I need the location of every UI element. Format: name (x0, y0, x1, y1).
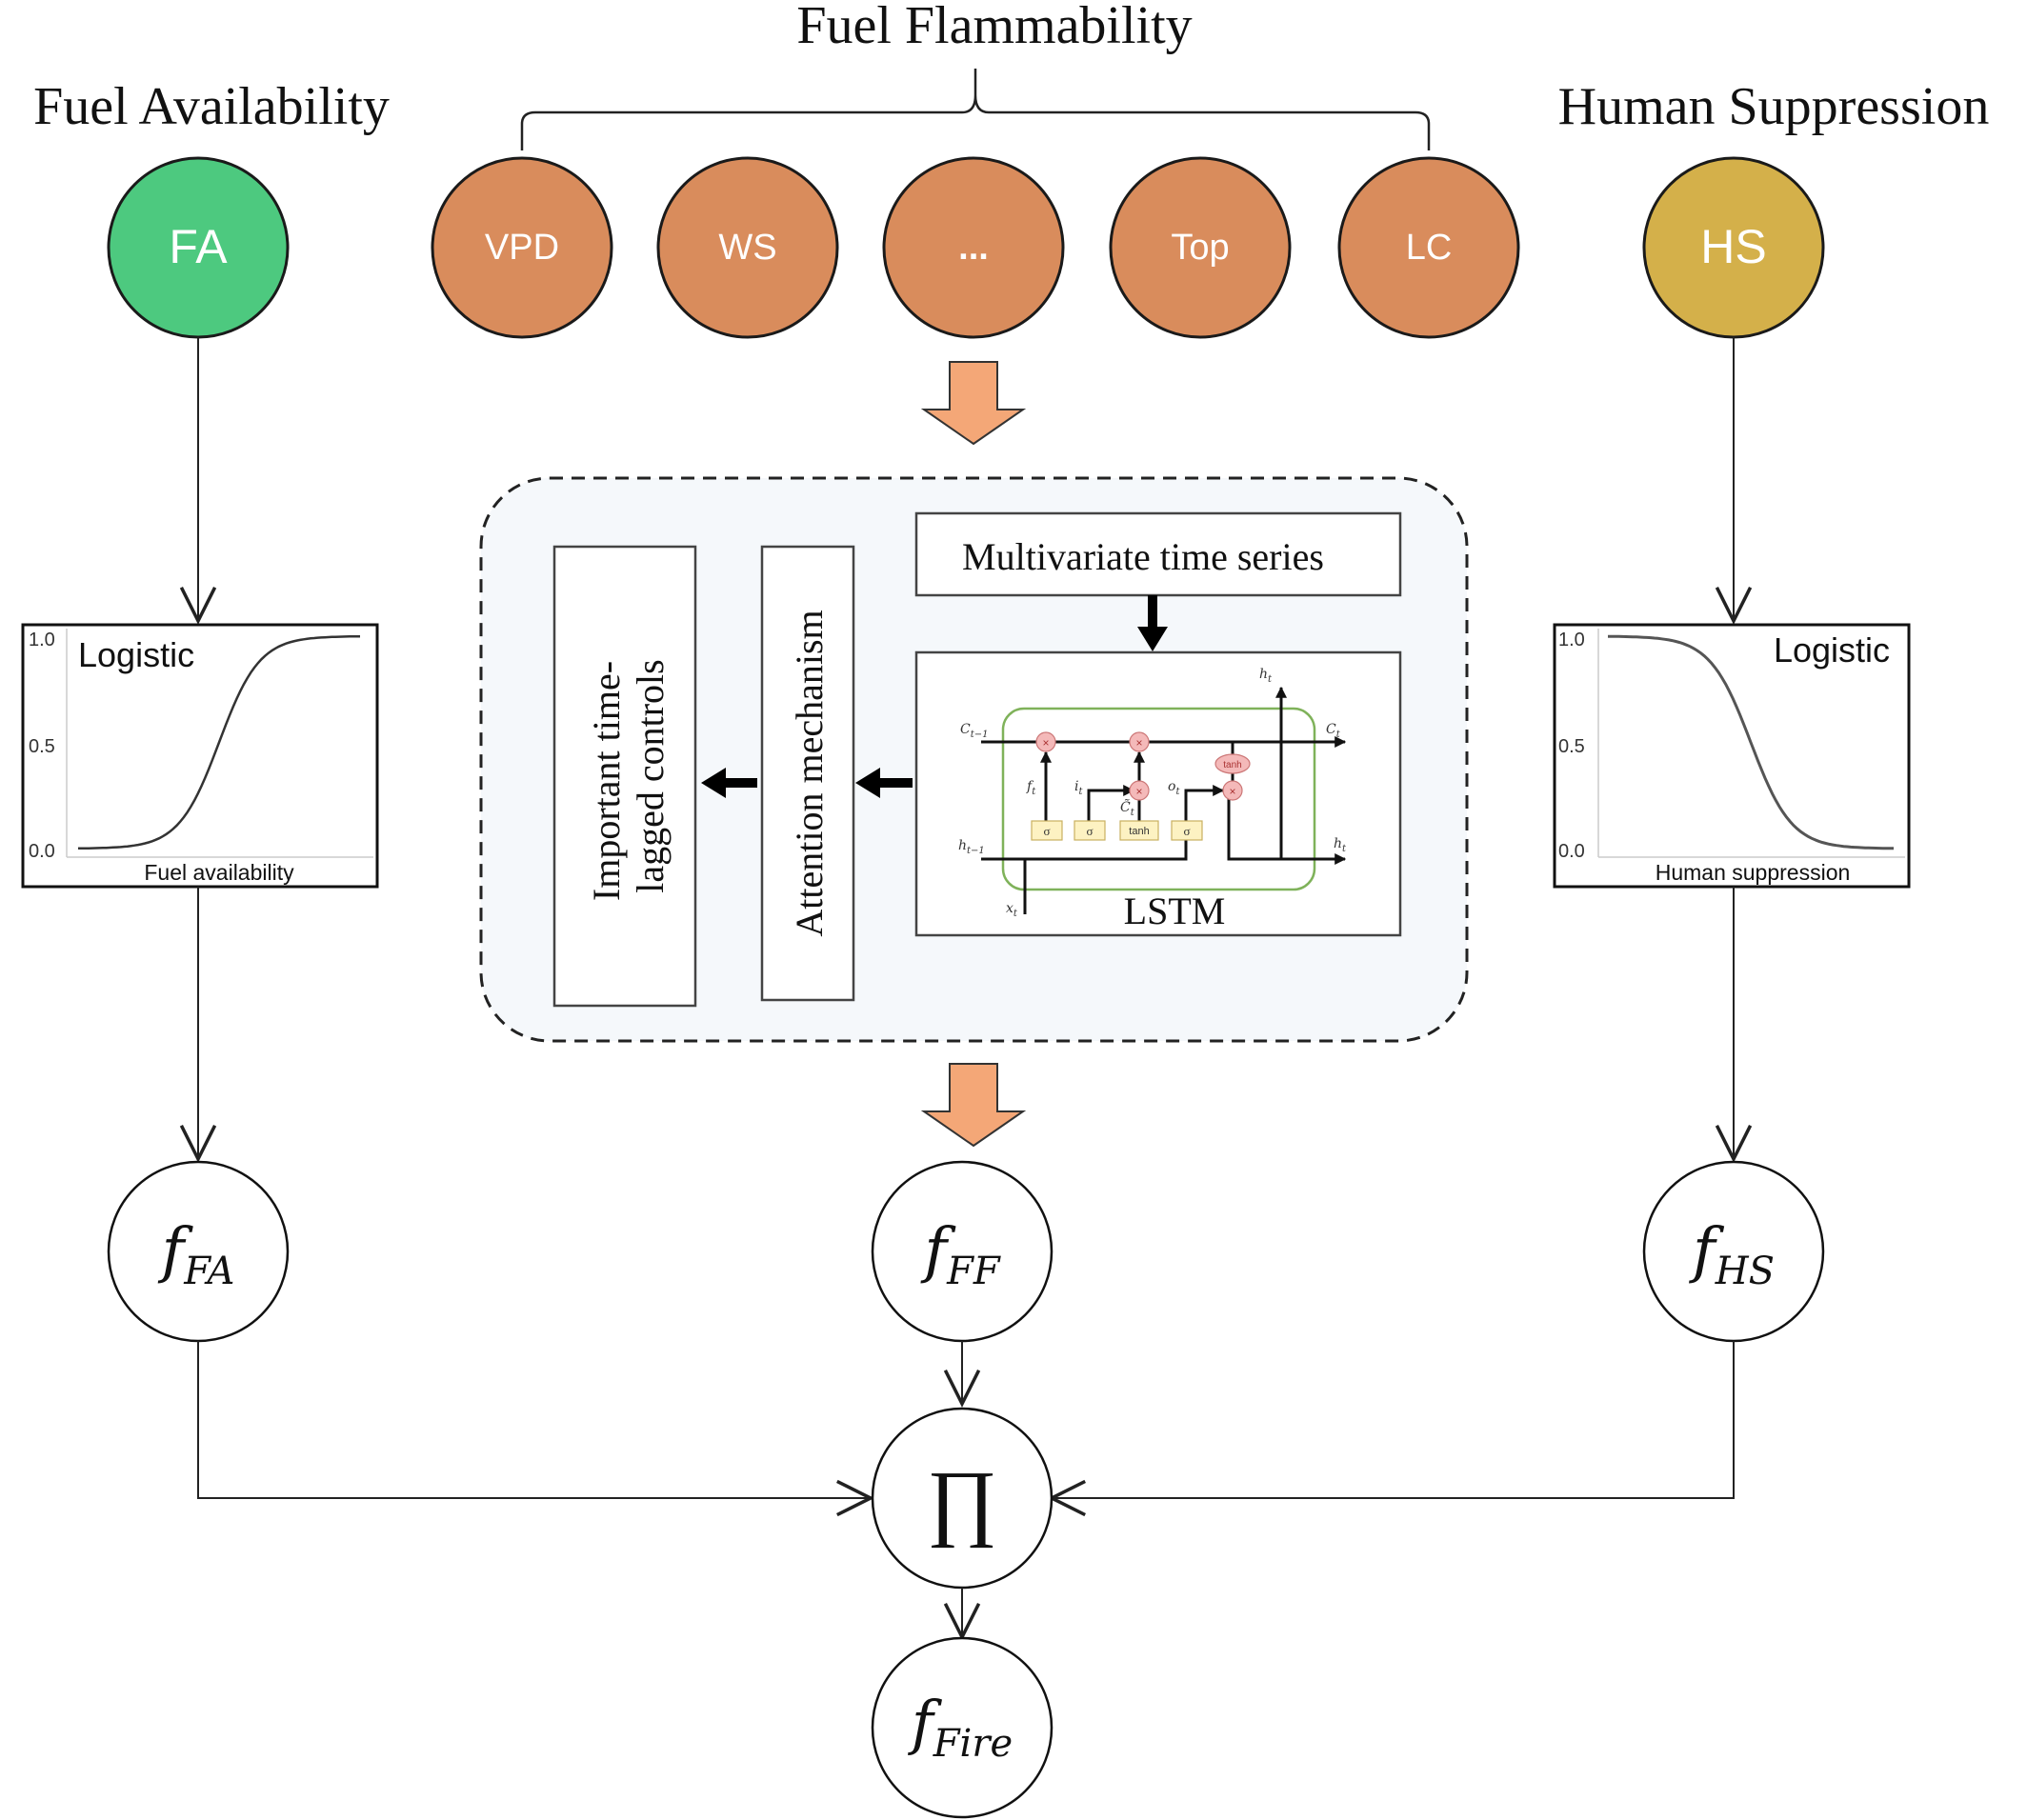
forget-multiply-icon (1035, 731, 1056, 752)
hs-node: HS (1642, 156, 1825, 339)
fuel-flammability-title: Fuel Flammability (796, 0, 1192, 55)
svg-text:Multivariate time series: Multivariate time series (962, 535, 1324, 578)
orange-down-arrow-top (920, 361, 1027, 446)
orange-down-arrow-bottom (920, 1063, 1027, 1148)
input-multiply-icon (1129, 780, 1150, 801)
left-tick-1: 1.0 (29, 630, 55, 650)
flammability-brace (520, 69, 1431, 150)
multivariate-time-series-box: Multivariate time series (914, 511, 1402, 597)
svg-text:σ: σ (1183, 824, 1190, 838)
ffa-to-product-arrow (197, 1341, 874, 1517)
fa-node: FA (107, 156, 290, 339)
output-gate-box (1171, 820, 1203, 841)
human-suppression-title: Human Suppression (1558, 77, 1990, 136)
svg-text:×: × (1135, 785, 1142, 798)
svg-text:C̃t: C̃t (1120, 798, 1135, 818)
lstm-cell (1001, 707, 1316, 891)
left-logistic-xlabel: Fuel availability (144, 860, 294, 885)
svg-text:Ct−1: Ct−1 (960, 722, 988, 740)
svg-text:tanh: tanh (1129, 826, 1149, 837)
right-logistic-title: Logistic (1774, 630, 1890, 670)
svg-text:HS: HS (1700, 220, 1766, 273)
svg-text:xt: xt (1006, 901, 1018, 919)
svg-text:tanh: tanh (1223, 760, 1241, 770)
right-logistic-curve (1608, 634, 1894, 850)
svg-text:it: it (1074, 779, 1083, 797)
lstm-label: LSTM (1124, 890, 1226, 932)
svg-text:LC: LC (1406, 228, 1453, 268)
svg-text:×: × (1042, 736, 1049, 750)
svg-text:ft: ft (1026, 779, 1036, 797)
svg-text:fFA: fFA (158, 1215, 235, 1293)
input-add-icon (1129, 731, 1150, 752)
svg-text:σ: σ (1086, 824, 1093, 838)
svg-text:ot: ot (1168, 779, 1180, 797)
svg-text:...: ... (958, 228, 989, 268)
input-gate-box (1074, 820, 1106, 841)
ff-node-ws: WS (656, 156, 839, 339)
f-hs-node: fHS (1642, 1160, 1825, 1343)
svg-text:ht: ht (1334, 836, 1347, 854)
left-tick-0: 0.0 (29, 841, 55, 862)
svg-text:σ: σ (1043, 824, 1050, 838)
ff-node-lc: LC (1337, 156, 1520, 339)
ff-node-vpd: VPD (431, 156, 613, 339)
svg-text:Top: Top (1171, 228, 1229, 268)
svg-text:Important time- lagged c: Important time- lagged controls (585, 651, 672, 901)
fhs-to-product-arrow (1048, 1341, 1735, 1517)
right-tick-1: 1.0 (1558, 630, 1585, 650)
right-tick-05: 0.5 (1558, 736, 1585, 757)
svg-text:WS: WS (718, 228, 776, 268)
svg-text:×: × (1135, 736, 1142, 750)
output-multiply-icon (1222, 780, 1243, 801)
f-ff-node: fFF (871, 1160, 1054, 1343)
fuel-availability-title: Fuel Availability (33, 77, 390, 136)
svg-text:Ct: Ct (1326, 722, 1341, 740)
product-node: ∏ (871, 1407, 1054, 1590)
svg-text:∏: ∏ (927, 1454, 997, 1549)
attention-mechanism-box: Attention mechanism (760, 545, 855, 1002)
svg-text:VPD: VPD (485, 228, 559, 268)
left-tick-05: 0.5 (29, 736, 55, 757)
important-controls-box: Important time- lagged controls (552, 545, 697, 1008)
svg-text:FA: FA (169, 220, 228, 273)
lstm-box: × × × tanh × σ σ tanh σ Ct−1 Ct ht−1 ht … (914, 650, 1402, 937)
ff-node-ellipsis: ... (882, 156, 1065, 339)
forget-gate-box (1031, 820, 1063, 841)
candidate-gate-box (1119, 820, 1159, 841)
logistic-plot-left: 1.0 0.5 0.0 Logistic Fuel availability (21, 623, 379, 889)
left-logistic-curve (78, 634, 360, 850)
right-tick-0: 0.0 (1558, 841, 1585, 862)
f-fa-node: fFA (107, 1160, 290, 1343)
tanh-op-icon (1214, 753, 1251, 774)
svg-text:Attention mechanism: Attention mechanism (788, 610, 831, 936)
svg-text:ht−1: ht−1 (958, 838, 985, 856)
svg-text:ht: ht (1259, 667, 1273, 685)
svg-text:×: × (1229, 785, 1235, 798)
f-fire-node: fFire (871, 1636, 1054, 1819)
logistic-plot-right: 1.0 0.5 0.0 Logistic Human suppression (1553, 623, 1911, 889)
left-logistic-title: Logistic (78, 635, 194, 674)
ff-node-top: Top (1109, 156, 1292, 339)
right-logistic-xlabel: Human suppression (1656, 860, 1851, 885)
